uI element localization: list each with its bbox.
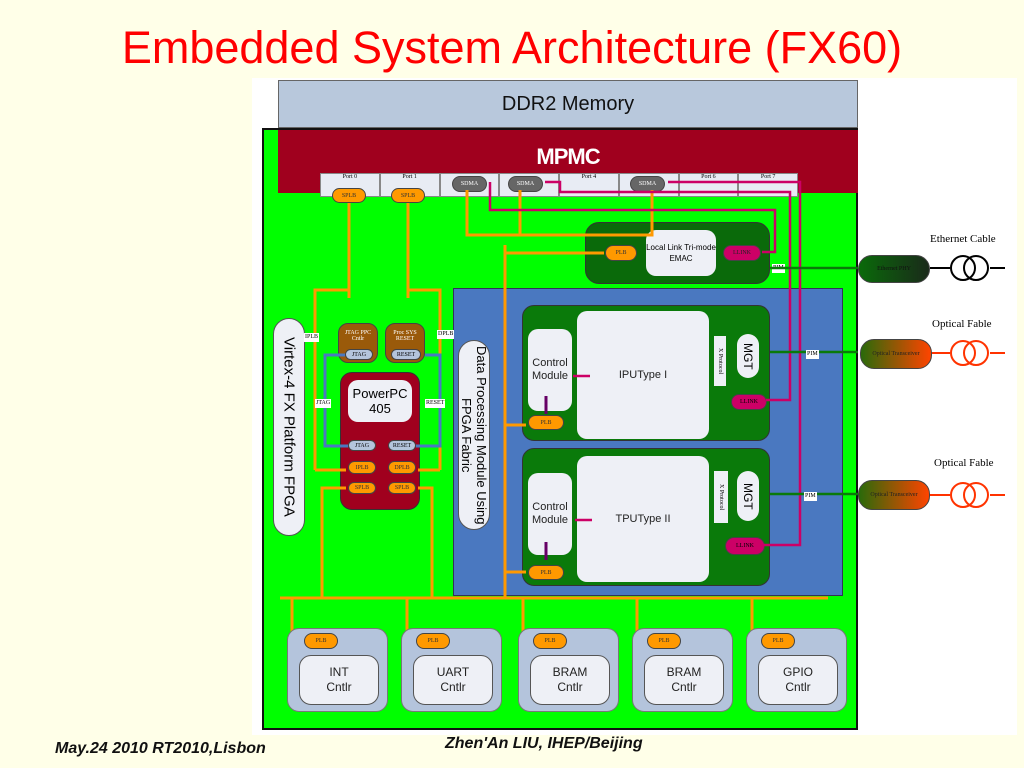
peripheral-sub: Cntlr [326,680,352,694]
emac-plb: PLB [605,245,637,261]
dplb-label: DPLB [437,330,455,339]
peripheral-sub: Cntlr [557,680,583,694]
emac-llink: LLINK [723,245,761,261]
ppc-dplb: DPLB [388,461,416,474]
peripheral-plb: PLB [416,633,450,649]
peripheral-plb: PLB [647,633,681,649]
powerpc-label: PowerPC 405 [348,380,412,422]
ethernet-cable-label: Ethernet Cable [930,233,996,245]
tpu-name: TPU [615,512,638,525]
jtag-port: JTAG [345,349,373,360]
ipu-type: Type I [637,368,668,381]
peripheral-name: UART [436,665,470,679]
mgt: MGT [737,471,759,521]
peripheral-name: GPIO [782,665,813,679]
peripheral-sub: Cntlr [785,680,811,694]
mgt: MGT [737,334,759,378]
ppc-jtag: JTAG [348,440,376,451]
ppc-iplb: IPLB [348,461,376,474]
ipu-pim: PIM [806,350,819,359]
tpu-pim: PIM [804,492,817,501]
peripheral-name: BRAM [666,665,702,679]
peripheral-sub: Cntlr [440,680,466,694]
control-module: Control Module [528,329,572,411]
control-module: Control Module [528,473,572,555]
emac-label: Local Link Tri-mode EMAC [646,230,716,276]
peripheral-name: BRAM [552,665,588,679]
dpm-label: Data Processing Module Using FPGA Fabric [458,340,490,530]
module-plb: PLB [528,565,564,580]
ethernet-phy: Ethernet PHY [858,255,930,283]
ipu-name: IPU [618,368,638,381]
footer-date: May.24 2010 RT2010,Lisbon [55,740,266,757]
optical-cable-label-1: Optical Fable [932,318,992,330]
mpmc-label: MPMC [536,144,600,169]
footer-author: Zhen'An LIU, IHEP/Beijing [445,735,643,752]
splb-port1: SPLB [391,188,425,203]
peripheral-plb: PLB [533,633,567,649]
sdma-port3: SDMA [508,176,543,192]
reset-port: RESET [391,349,421,360]
peripheral-plb: PLB [761,633,795,649]
ppc-splb-0: SPLB [348,482,376,494]
peripheral-plb: PLB [304,633,338,649]
optical-cable-label-2: Optical Fable [934,457,994,469]
peripheral-sub: Cntlr [671,680,697,694]
fpga-label: Virtex-4 FX Platform FPGA [273,318,305,536]
iplb-label: IPLB [304,333,320,342]
optical-transceiver-1: Optical Transceiver [860,339,932,369]
sdma-port2: SDMA [452,176,487,192]
ppc-reset: RESET [388,440,416,451]
slide-title: Embedded System Architecture (FX60) [121,22,903,73]
x-protocol: X Protocol [714,471,728,523]
ddr2-memory-block: DDR2 Memory [278,80,858,128]
ppc-splb-1: SPLB [388,482,416,494]
jtag-label: JTAG [315,399,332,408]
module-llink: LLINK [731,394,767,410]
x-protocol: X Protocol [714,336,726,386]
tpu-type: Type II [637,512,671,525]
reset-label: RESET [425,399,446,408]
splb-port0: SPLB [332,188,366,203]
peripheral-name: INT [329,665,349,679]
optical-transceiver-2: Optical Transceiver [858,480,930,510]
module-plb: PLB [528,415,564,430]
